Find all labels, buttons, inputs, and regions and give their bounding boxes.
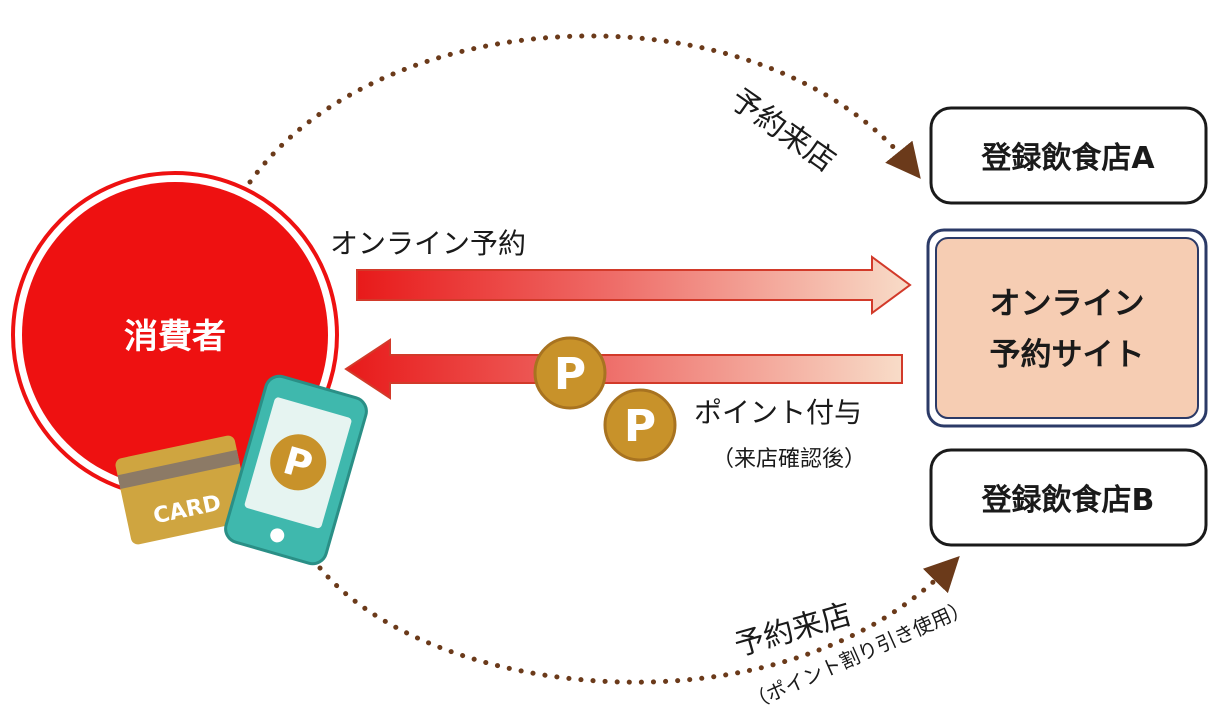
consumer-label: 消費者 (124, 317, 226, 357)
point-coin-letter: P (624, 401, 656, 452)
booking-site-label-line2: 予約サイト (990, 337, 1145, 373)
booking-site-label-line1: オンライン (990, 286, 1145, 322)
restaurant-b-box: 登録飲食店B (929, 448, 1208, 547)
card-icon: CARD (115, 435, 251, 545)
booking-arrow (356, 255, 912, 315)
restaurant-a-label: 登録飲食店A (980, 141, 1155, 176)
point-coin-2: P (603, 388, 677, 462)
restaurant-b-label: 登録飲食店B (981, 483, 1155, 518)
smartphone-icon: P (224, 374, 368, 566)
visit-path-a (247, 33, 921, 185)
points-arrow-label: ポイント付与 (694, 396, 862, 429)
restaurant-a-box: 登録飲食店A (929, 106, 1208, 205)
point-coin-letter: P (554, 349, 586, 400)
booking-site-box: オンライン 予約サイト (926, 228, 1208, 428)
visit-label-b-note: （ポイント割り引き使用） (744, 595, 973, 715)
point-coin-1: P (533, 336, 607, 410)
points-arrow (344, 338, 903, 400)
points-arrow-note: （来店確認後） (712, 447, 866, 472)
booking-arrow-label: オンライン予約 (330, 227, 526, 260)
